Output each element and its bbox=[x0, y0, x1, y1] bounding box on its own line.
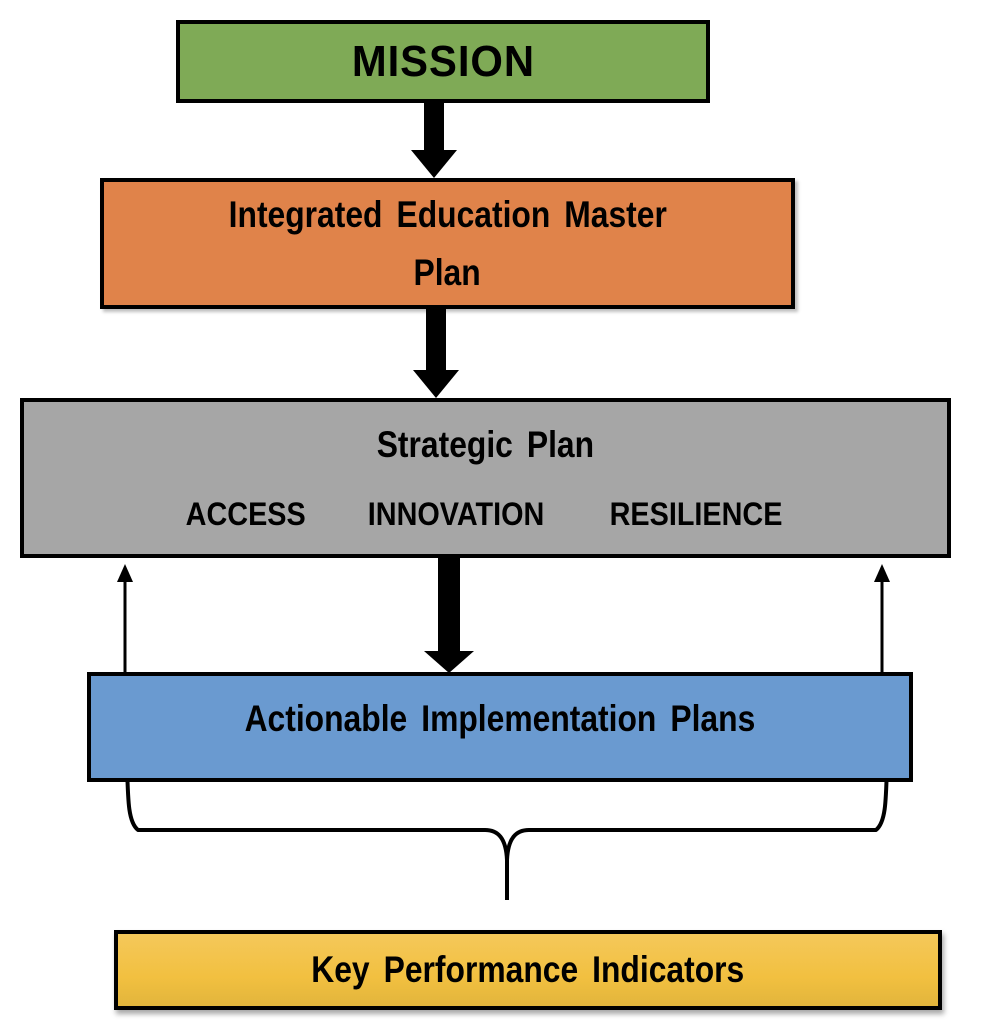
pillar-access: ACCESS bbox=[185, 496, 306, 532]
strategic-plan-box: Strategic Plan ACCESS INNOVATION RESILIE… bbox=[20, 398, 951, 558]
arrow-iemp-to-strategic bbox=[413, 308, 459, 398]
mission-label: MISSION bbox=[351, 36, 535, 86]
actionable-implementation-plans-box: Actionable Implementation Plans bbox=[87, 672, 913, 782]
mission-box: MISSION bbox=[176, 20, 710, 103]
strategic-pillars: ACCESS INNOVATION RESILIENCE bbox=[179, 496, 793, 533]
strategic-plan-title: Strategic Plan bbox=[376, 424, 595, 465]
arrow-aip-to-strategic-right bbox=[874, 564, 890, 672]
arrow-strategic-to-aip bbox=[424, 557, 474, 673]
pillar-innovation: INNOVATION bbox=[367, 496, 545, 532]
iemp-label-line2: Plan bbox=[413, 251, 482, 293]
key-performance-indicators-box: Key Performance Indicators bbox=[114, 930, 942, 1010]
curly-brace-aip-to-kpi bbox=[125, 763, 889, 900]
integrated-education-master-plan-box: Integrated Education Master Plan bbox=[100, 178, 795, 309]
pillar-resilience: RESILIENCE bbox=[609, 496, 783, 532]
aip-label: Actionable Implementation Plans bbox=[244, 698, 756, 739]
iemp-label-line1: Integrated Education Master bbox=[228, 193, 667, 235]
arrow-mission-to-iemp bbox=[411, 102, 457, 178]
arrow-aip-to-strategic-left bbox=[117, 564, 133, 672]
kpi-label: Key Performance Indicators bbox=[311, 949, 745, 990]
